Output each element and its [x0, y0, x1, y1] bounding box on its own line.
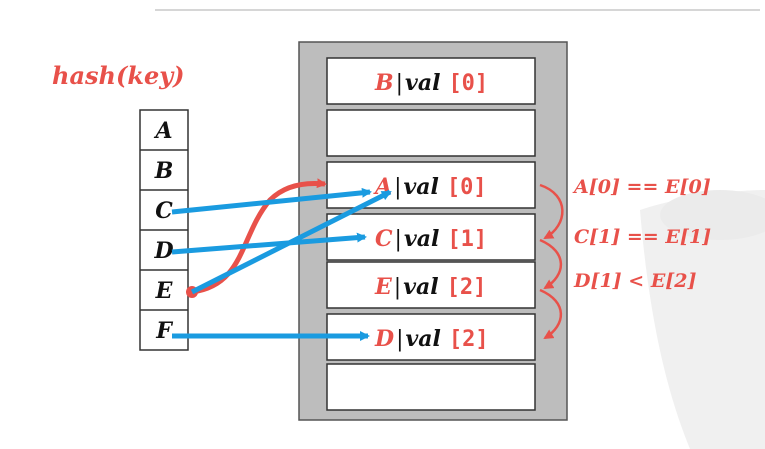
- slot-box: [326, 109, 536, 157]
- probe-step-arrows: [539, 183, 564, 340]
- slot-index: [2]: [449, 327, 489, 352]
- slot-val: val: [403, 274, 438, 300]
- slot-val: val: [404, 226, 439, 252]
- slot-box: [326, 161, 536, 209]
- slot-entry: C|val [1]: [375, 226, 487, 252]
- slot-key: B: [374, 70, 394, 96]
- key-cell: B: [154, 158, 174, 184]
- arrow-c-to-a: [171, 187, 372, 215]
- hash-table-slots: B|val[0] A|val[0] C|val[1] E|val[2] D|va…: [326, 57, 536, 411]
- slot-index: [0]: [448, 71, 488, 96]
- background-watermark: [640, 190, 765, 449]
- comparison-label: D[1] < E[2]: [573, 270, 697, 292]
- slot-val: val: [405, 70, 440, 96]
- slot-box: [326, 261, 536, 309]
- slot-key: D: [374, 326, 394, 352]
- red-probe-arrow-e: [191, 178, 327, 295]
- slot-separator: |: [396, 71, 403, 96]
- slot-val: val: [406, 326, 441, 352]
- slot-val: val: [404, 174, 439, 200]
- slot-separator: |: [395, 227, 402, 252]
- comparison-label: C[1] == E[1]: [574, 226, 711, 248]
- slot-entry: D|val [2]: [374, 326, 489, 352]
- slot-entry: B|val [0]: [374, 70, 488, 96]
- keys-column: A B C D E F: [139, 109, 189, 351]
- slot-separator: |: [394, 275, 401, 300]
- probe-step-1: [539, 183, 564, 240]
- slot-separator: |: [396, 327, 403, 352]
- slot-key: C: [375, 226, 393, 252]
- slot-index: [1]: [447, 227, 487, 252]
- slot-key: E: [374, 274, 393, 300]
- probe-step-2: [539, 238, 563, 290]
- slot-index: [2]: [447, 275, 487, 300]
- hash-arrows: [171, 187, 392, 341]
- slot-box: [326, 363, 536, 411]
- slot-entry: A|val[0]: [373, 174, 487, 200]
- hash-label: hash(key): [52, 61, 185, 90]
- slot-entry: E|val [2]: [374, 274, 486, 300]
- key-cell: A: [153, 118, 172, 144]
- slot-index: [0]: [447, 175, 487, 200]
- slot-separator: |: [394, 175, 401, 200]
- arrow-d-to-c: [171, 232, 367, 255]
- probe-step-3: [539, 288, 563, 340]
- comparison-label: A[0] == E[0]: [572, 176, 711, 198]
- key-cell: F: [155, 318, 173, 344]
- slot-box: [326, 57, 536, 105]
- key-cell: E: [155, 278, 174, 304]
- key-cell: C: [155, 198, 173, 224]
- key-cell: D: [153, 238, 173, 264]
